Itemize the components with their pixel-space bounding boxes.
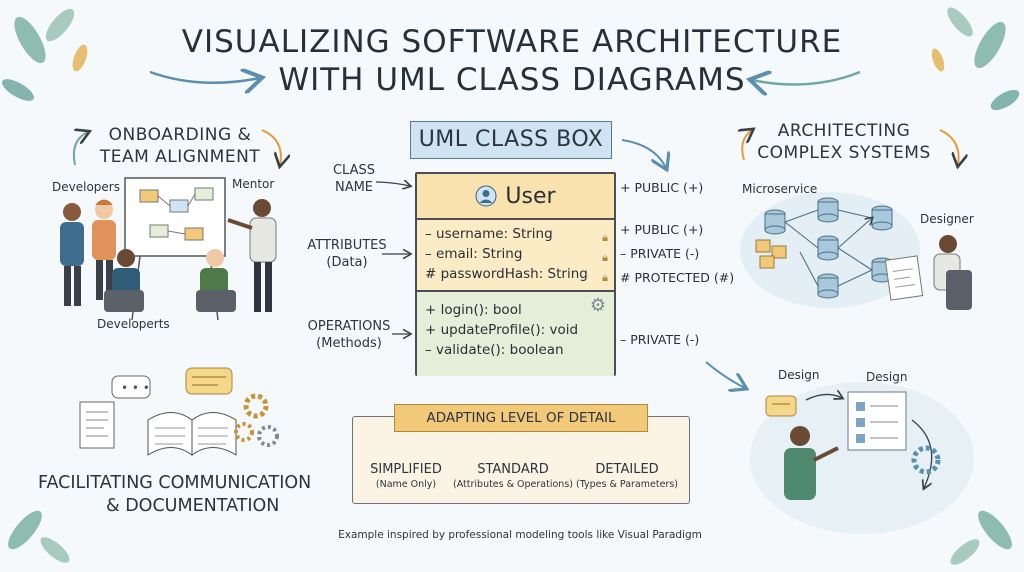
label-developers-top: Developers	[52, 180, 120, 194]
label-microservice: Microservice	[742, 182, 818, 196]
label-design-right: Design	[866, 370, 908, 384]
visibility-protected: # PROTECTED (#)	[620, 270, 735, 285]
lock-icon: 🔒︎	[602, 231, 608, 244]
lock-icon: 🔒︎	[602, 271, 608, 284]
architect-arrow-left	[742, 130, 752, 161]
communication-title: FACILITATING COMMUNICATION & DOCUMENTATI…	[38, 473, 312, 516]
title-arrow-right	[752, 72, 861, 85]
uml-attributes-compartment: – username: String – email: String # pas…	[417, 220, 614, 292]
onboarding-title: ONBOARDING & TEAM ALIGNMENT	[99, 125, 261, 167]
label-mentor: Mentor	[232, 177, 275, 191]
footer-caption: Example inspired by professional modelin…	[338, 529, 702, 541]
uml-attribute: – email: String	[425, 246, 523, 262]
level-of-detail-banner: ADAPTING LEVEL OF DETAIL	[394, 404, 648, 432]
uml-operations-compartment: + login(): bool + updateProfile(): void …	[417, 292, 614, 376]
architecting-title: ARCHITECTING COMPLEX SYSTEMS	[757, 121, 931, 163]
uml-attribute: # passwordHash: String	[425, 266, 588, 282]
uml-header-arrow	[621, 139, 666, 168]
label-designer: Designer	[920, 212, 974, 226]
main-title-line2: WITH UML CLASS DIAGRAMS	[278, 62, 746, 98]
main-title-line1: VISUALIZING SOFTWARE ARCHITECTURE	[181, 24, 843, 60]
uml-attribute: – username: String	[425, 226, 553, 242]
gear-icon: ⚙	[589, 295, 606, 316]
leaf-decoration-bottom-left	[8, 510, 70, 563]
svg-text:• • •: • • •	[121, 381, 150, 395]
communication-illustration: • • •	[79, 367, 279, 456]
lock-icon: 🔒︎	[602, 251, 608, 264]
onboarding-arrow-left	[72, 132, 88, 166]
leaf-decoration-top-right	[931, 7, 1020, 111]
visibility-private-ops: – PRIVATE (-)	[620, 332, 700, 347]
arrow-class-name	[375, 182, 410, 186]
level-standard: STANDARD (Attributes & Operations)	[453, 462, 573, 490]
uml-class-box-header: UML CLASS BOX	[410, 121, 612, 159]
designer-illustration	[884, 235, 972, 310]
leaf-decoration-top-left	[2, 8, 88, 101]
uml-class-name: User	[505, 183, 556, 209]
visibility-public-name: + PUBLIC (+)	[620, 180, 704, 195]
arrow-to-design	[705, 361, 745, 388]
uml-operation: + login(): bool	[425, 302, 522, 318]
visibility-public: + PUBLIC (+)	[620, 222, 704, 237]
whiteboard-illustration	[124, 177, 226, 321]
label-design-left: Design	[778, 368, 820, 382]
level-simplified: SIMPLIFIED (Name Only)	[370, 462, 442, 490]
onboarding-arrow-right	[261, 129, 281, 165]
label-operations: OPERATIONS (Methods)	[307, 319, 391, 351]
label-attributes: ATTRIBUTES (Data)	[307, 238, 387, 270]
people-illustration-onboarding	[60, 199, 277, 312]
architect-arrow-right	[939, 129, 959, 165]
uml-class-box: User – username: String – email: String …	[415, 172, 616, 376]
uml-operation: – validate(): boolean	[425, 342, 564, 358]
uml-class-name-compartment: User	[417, 174, 614, 220]
title-arrow-left	[149, 72, 260, 83]
level-detailed: DETAILED (Types & Parameters)	[575, 462, 678, 490]
leaf-decoration-bottom-right	[950, 510, 1012, 565]
design-loop-illustration	[750, 382, 974, 534]
microservice-network-illustration	[740, 192, 920, 308]
uml-operation: + updateProfile(): void	[425, 322, 579, 338]
label-class-name: CLASS NAME	[332, 163, 375, 195]
visibility-private: – PRIVATE (-)	[620, 246, 700, 261]
user-icon	[475, 185, 497, 207]
label-developers-bottom: Developerts	[97, 317, 170, 331]
